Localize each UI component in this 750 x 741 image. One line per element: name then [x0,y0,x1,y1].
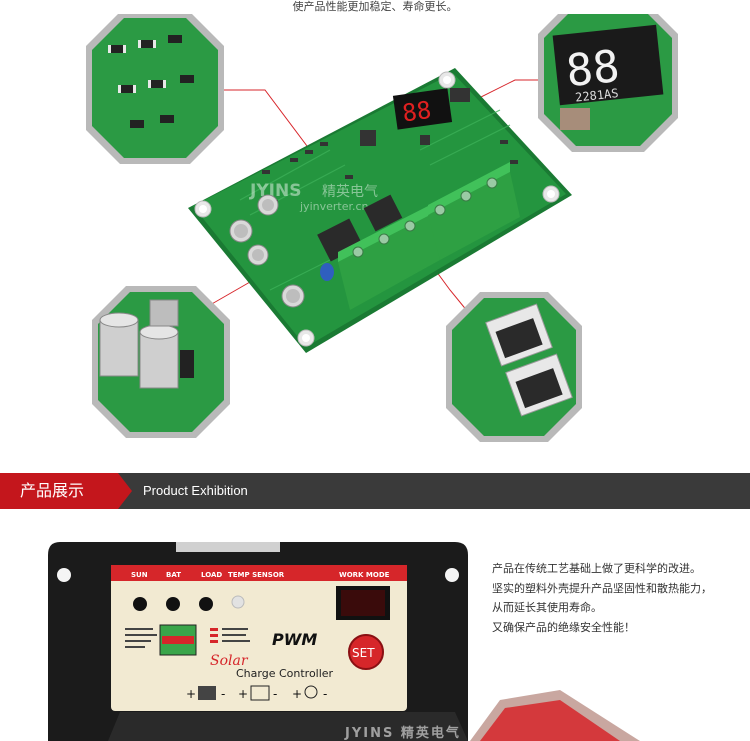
label-work-mode: WORK MODE [339,571,390,579]
label-sun: SUN [131,571,148,579]
pcb-watermark-url: jyinverter.cn [299,200,369,213]
product-description: 产品在传统工艺基础上做了更科学的改进。 坚实的塑料外壳提升产品坚固性和散热能力，… [492,559,742,637]
description-line-4: 又确保产品的绝缘安全性能！ [492,620,635,634]
svg-text:-: - [323,687,327,701]
section-title-en: Product Exhibition [143,483,248,498]
zoom-display-part: 2281AS [574,86,619,104]
label-temp-sensor: TEMP SENSOR [228,571,285,579]
zoom-display: 88 2281AS [538,14,678,152]
section-title-cn: 产品展示 [20,481,85,500]
controller-watermark-cn: 精英电气 [400,726,461,741]
brand-solar: Solar [210,653,249,669]
svg-text:+: + [238,687,248,701]
zoom-smd-components [86,14,224,164]
pcb-display-digits: 88 [401,96,434,128]
svg-text:+: + [292,687,302,701]
label-load: LOAD [201,571,222,579]
description-line-3: 从而延长其使用寿命。 [492,601,602,614]
set-button[interactable] [348,634,384,670]
led-load [199,597,213,611]
brand-subtitle: Charge Controller [236,667,334,680]
controller-watermark-brand: JYINS [345,726,395,741]
description-line-1: 产品在传统工艺基础上做了更科学的改进。 [492,562,701,575]
led-sun [133,597,147,611]
set-button-label: SET [352,646,375,660]
controller-watermark: JYINS 精英电气 [345,722,461,741]
pcb-watermark-cn: 精英电气 [322,183,378,200]
section-banner: 产品展示 Product Exhibition [0,473,750,509]
banner-arrow [118,473,132,509]
terminal-blocks [338,162,520,310]
zoom-display-digits: 88 [564,41,622,97]
label-bat: BAT [166,571,181,579]
banner-red-tab: 产品展示 [0,473,118,509]
svg-text:-: - [273,687,277,701]
zoom-mosfets [446,292,582,442]
top-caption: 使产品性能更加稳定、寿命更长。 [292,0,458,13]
main-pcb: 88 JYINS 精英电气 jyinverter.cn [188,68,572,353]
controller-photo: SUN BAT LOAD TEMP SENSOR WORK MODE PWM S… [48,542,640,741]
pcb-watermark-brand: JYINS [249,181,301,201]
svg-text:+: + [186,687,196,701]
description-line-2: 坚实的塑料外壳提升产品坚固性和散热能力， [492,581,712,595]
brand-pwm: PWM [272,630,317,649]
svg-text:-: - [221,687,225,701]
zoom-capacitors [92,286,230,438]
temp-sensor-icon [231,595,245,609]
pcb-photo: 88 JYINS 精英电气 jyinverter.cn [86,14,678,442]
led-bat [166,597,180,611]
